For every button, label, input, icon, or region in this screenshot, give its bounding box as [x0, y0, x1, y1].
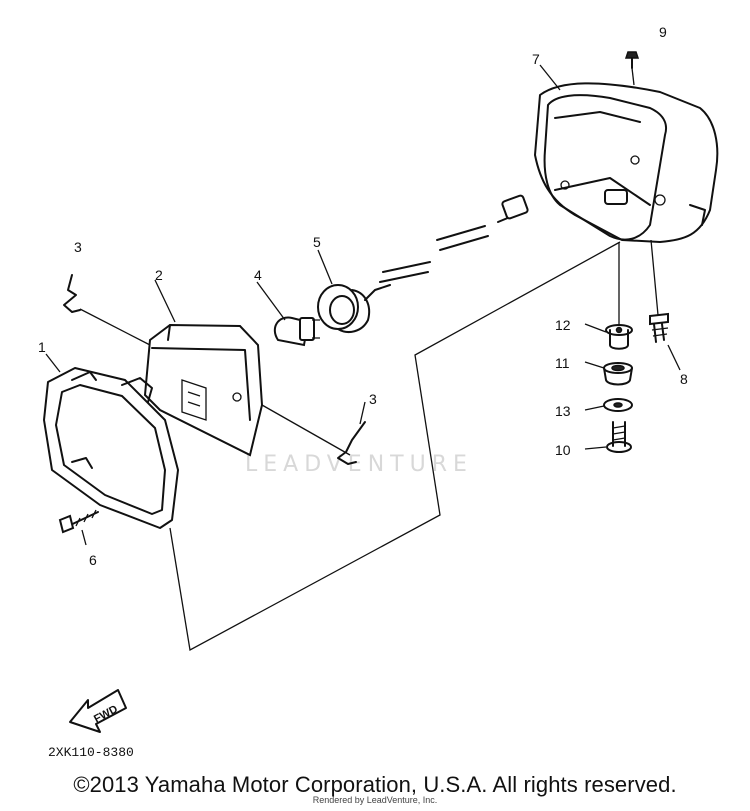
fwd-label: FWD — [92, 703, 120, 725]
callout-6: 6 — [89, 552, 97, 568]
callout-2: 2 — [155, 267, 163, 283]
washer-part-13[interactable] — [603, 398, 633, 412]
callout-1: 1 — [38, 339, 46, 355]
headlight-housing-part-7[interactable] — [534, 82, 719, 243]
rendered-by-credit: Rendered by LeadVenture, Inc. — [312, 795, 438, 805]
screw-part-8[interactable] — [649, 312, 669, 343]
spring-clip-part-3-right[interactable] — [337, 421, 366, 465]
leadventure-watermark: LEADVENTURE — [245, 452, 473, 477]
screw-part-9[interactable] — [624, 51, 640, 69]
bolt-part-10[interactable] — [606, 421, 632, 453]
callout-3-left: 3 — [74, 239, 82, 255]
fwd-arrow-icon: FWD — [69, 689, 127, 733]
callout-8: 8 — [680, 371, 688, 387]
callout-11: 11 — [555, 355, 570, 371]
bulb-part-4[interactable] — [273, 316, 320, 347]
grommet-part-11[interactable] — [603, 362, 633, 386]
drawing-code: 2XK110-8380 — [48, 745, 134, 760]
bulb-socket-part-5[interactable] — [317, 284, 391, 333]
callout-7: 7 — [532, 51, 540, 67]
callout-9: 9 — [659, 24, 667, 40]
callout-12: 12 — [555, 317, 571, 333]
callout-5: 5 — [313, 234, 321, 250]
collar-part-12[interactable] — [605, 324, 633, 350]
sealed-beam-unit-part-2[interactable] — [143, 323, 264, 457]
callout-13: 13 — [555, 403, 571, 419]
callout-10: 10 — [555, 442, 571, 458]
leader-lines — [45, 64, 681, 652]
wire-harness — [379, 194, 529, 283]
copyright-notice: ©2013 Yamaha Motor Corporation, U.S.A. A… — [73, 772, 677, 797]
rim-screw-part-6[interactable] — [58, 509, 99, 534]
headlight-rim-part-1[interactable] — [43, 367, 179, 529]
spring-clip-part-3-left[interactable] — [63, 274, 81, 313]
callout-3-right: 3 — [369, 391, 377, 407]
callout-4: 4 — [254, 267, 262, 283]
